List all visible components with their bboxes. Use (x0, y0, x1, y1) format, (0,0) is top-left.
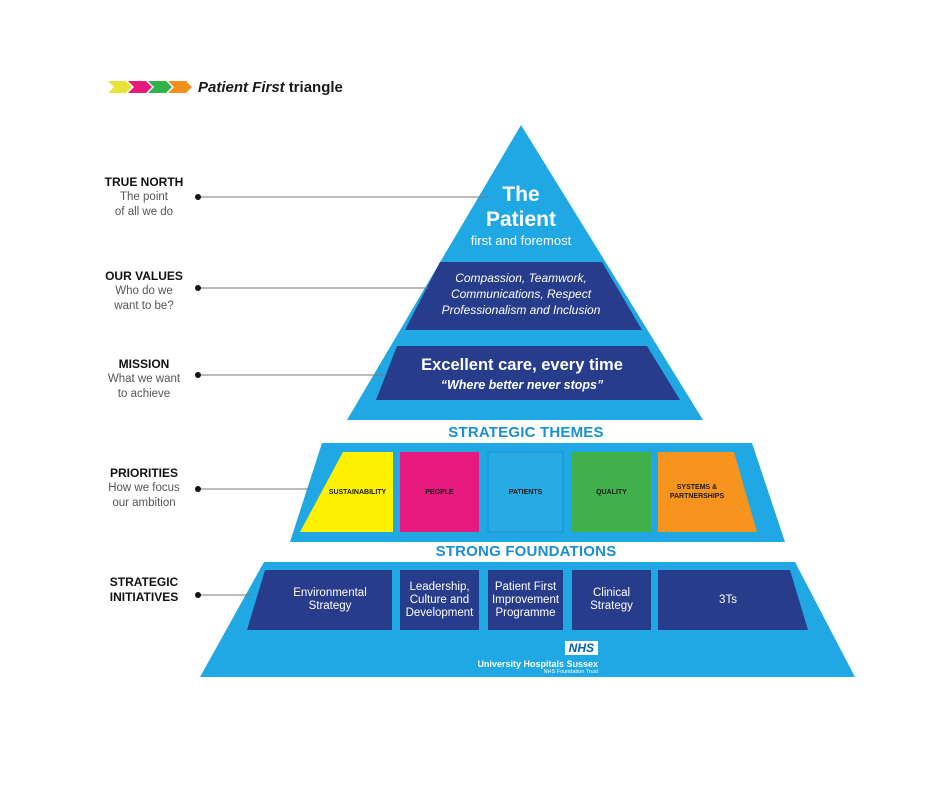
chevron-arrow-icon (108, 81, 132, 93)
initiative-label: Patient First Improvement Programme (491, 580, 560, 619)
side-label-priorities: PRIORITIES How we focus our ambition (64, 466, 224, 511)
initiative-card-leadership: Leadership, Culture and Development (400, 570, 479, 630)
theme-card-shape (658, 452, 757, 532)
true-north-line3: first and foremost (470, 233, 572, 248)
initiative-card-patient-first: Patient First Improvement Programme (488, 570, 563, 630)
values-text: Compassion, Teamwork, Communications, Re… (421, 270, 621, 318)
initiative-card-environmental-strategy: Environmental Strategy (268, 570, 392, 630)
initiative-card-shape (572, 570, 651, 630)
strategic-themes-label: STRATEGIC THEMES (448, 424, 604, 441)
side-label-sub: What we want (107, 373, 181, 385)
values-line1: Compassion, Teamwork, (455, 271, 587, 285)
values-band (405, 262, 642, 330)
initiative-card-shape (488, 570, 563, 630)
side-label-sub: The point (120, 191, 168, 203)
theme-card-people: PEOPLE (400, 452, 479, 532)
connector-dot (195, 486, 201, 492)
theme-card-systems-partnerships: SYSTEMS & PARTNERSHIPS (666, 452, 728, 532)
org-name: University Hospitals Sussex (477, 659, 598, 669)
side-label-mission: MISSION What we want to achieve (64, 357, 224, 402)
connector-dots (195, 194, 201, 598)
chevron-arrow-icon (128, 81, 152, 93)
theme-card-shape (300, 452, 393, 532)
title-rest: triangle (288, 78, 343, 96)
initiative-card-clinical-strategy: Clinical Strategy (572, 570, 651, 630)
mission-headline: Excellent care, every time (421, 356, 623, 374)
side-label-sub: Who do we (115, 285, 173, 297)
theme-label: PATIENTS (508, 488, 543, 496)
initiative-card-3ts: 3Ts (658, 570, 798, 630)
side-label-strategic-initiatives: STRATEGIC INITIATIVES (64, 575, 224, 605)
side-label-title-2: INITIATIVES (109, 590, 179, 604)
side-label-title: TRUE NORTH (104, 175, 184, 189)
side-label-title: STRATEGIC (109, 575, 179, 589)
chevron-arrow-icon (168, 81, 192, 93)
side-label-sub: How we focus (108, 482, 180, 494)
values-line2: Communications, Respect (450, 287, 592, 301)
theme-label: PEOPLE (425, 488, 454, 496)
side-label-title: OUR VALUES (105, 269, 183, 283)
true-north-line2: Patient (485, 208, 556, 231)
initiative-card-shape (400, 570, 479, 630)
theme-card-shape (487, 451, 564, 533)
initiative-label: 3Ts (719, 593, 737, 606)
theme-label: SYSTEMS & PARTNERSHIPS (669, 484, 725, 500)
connector-dot (195, 285, 201, 291)
title-italic: Patient First (198, 78, 285, 96)
initiative-card-shape (247, 570, 392, 630)
mission-band (376, 346, 680, 400)
side-label-true-north: TRUE NORTH The point of all we do (64, 175, 224, 220)
chevron-arrow-icon (148, 81, 172, 93)
side-label-title: MISSION (118, 357, 170, 371)
values-line3: Professionalism and Inclusion (441, 303, 601, 317)
arrow-icons (108, 81, 192, 93)
strong-foundations-label: STRONG FOUNDATIONS (435, 543, 617, 560)
side-label-our-values: OUR VALUES Who do we want to be? (64, 269, 224, 314)
connector-lines (198, 196, 488, 596)
true-north-line1: The (502, 183, 540, 206)
theme-card-shape (400, 452, 479, 532)
initiative-label: Clinical Strategy (590, 587, 633, 612)
nhs-branding: NHS University Hospitals Sussex NHS Foun… (448, 639, 598, 675)
mission-text: Excellent care, every time “Where better… (396, 354, 648, 394)
theme-card-shape (572, 452, 651, 532)
side-label-sub: of all we do (114, 206, 174, 218)
side-label-title: PRIORITIES (109, 466, 178, 480)
initiative-label: Environmental Strategy (293, 587, 367, 612)
theme-label: SUSTAINABILITY (328, 488, 387, 496)
org-trust: NHS Foundation Trust (543, 669, 598, 675)
theme-card-quality: QUALITY (572, 452, 651, 532)
theme-card-patients: PATIENTS (488, 452, 563, 532)
connector-dot (195, 592, 201, 598)
side-label-sub: our ambition (112, 497, 176, 509)
nhs-logo: NHS (564, 641, 598, 655)
side-label-sub: want to be? (114, 300, 174, 312)
connector-dot (195, 194, 201, 200)
side-label-sub: to achieve (117, 388, 171, 400)
initiative-label: Leadership, Culture and Development (405, 580, 474, 619)
theme-label: QUALITY (596, 488, 627, 496)
connector-dot (195, 372, 201, 378)
initiative-card-shape (658, 570, 808, 630)
theme-card-sustainability: SUSTAINABILITY (322, 452, 393, 532)
true-north-text: The Patient first and foremost (421, 183, 621, 249)
mission-tagline: “Where better never stops” (440, 378, 604, 392)
